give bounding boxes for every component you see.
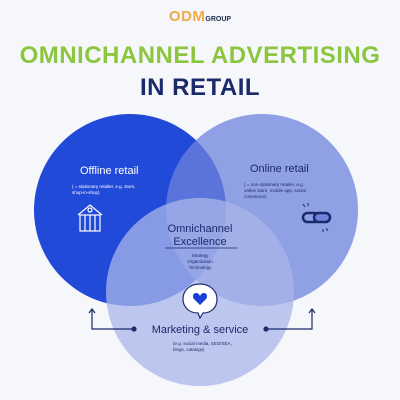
page-title-line-2: IN RETAIL <box>139 74 261 101</box>
online-desc-3: commerce) <box>244 194 267 199</box>
page-title-line-1: OMNICHANNEL ADVERTISING <box>19 42 381 69</box>
online-desc-2: online store, mobile app, social <box>244 188 306 193</box>
heart-speech-bubble-icon <box>182 283 218 320</box>
left-arrow-connector <box>88 308 137 332</box>
store-icon <box>77 204 103 232</box>
online-desc-1: ( = non-stationary retailer, e.g. <box>244 182 304 187</box>
brand-odm: ODM <box>168 8 206 25</box>
marketing-desc-1: (e.g. social media, SEO/SEA, <box>173 341 232 346</box>
offline-desc-1: ( = stationary retailer, e.g. store, <box>72 184 135 189</box>
center-item-strategy: Strategy <box>192 253 210 258</box>
brand-group: GROUP <box>205 16 232 23</box>
center-item-organisation: Organisation <box>187 259 213 264</box>
center-item-technology: Technology <box>189 265 213 270</box>
brand-logo: ODMGROUP <box>0 8 400 26</box>
center-title-1: Omnichannel <box>168 223 233 235</box>
center-title-2: Excellence <box>173 236 226 248</box>
marketing-title: Marketing & service <box>152 324 249 336</box>
offline-title: Offline retail <box>80 165 139 177</box>
link-icon <box>301 203 332 232</box>
marketing-desc-2: blogs, catalogs) <box>173 347 205 352</box>
right-arrow-connector <box>263 308 316 332</box>
online-title: Online retail <box>250 163 309 175</box>
offline-desc-2: shop-in-shop) <box>72 190 100 195</box>
